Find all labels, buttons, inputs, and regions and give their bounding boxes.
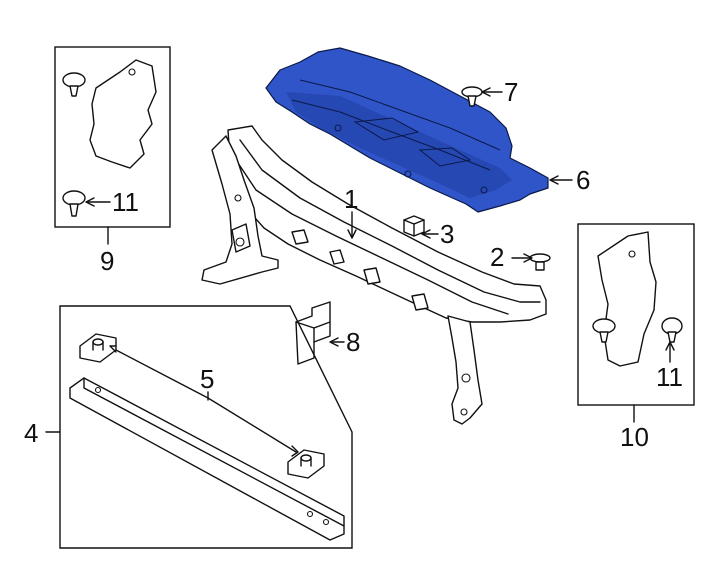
- callout-9: 9: [100, 246, 114, 276]
- callout-11-right: 11: [656, 362, 683, 392]
- callout-6: 6: [576, 165, 590, 195]
- callout-4: 4: [24, 418, 38, 448]
- callout-7: 7: [504, 77, 518, 107]
- callout-11-left: 11: [112, 187, 139, 217]
- callout-2: 2: [490, 242, 504, 272]
- left-air-guide: [89, 59, 157, 169]
- part-7-push-pin[interactable]: [461, 86, 483, 107]
- part-2-bolt[interactable]: [529, 253, 551, 271]
- callout-8: 8: [346, 327, 360, 357]
- box-4-reinforcement-kit: [59, 305, 353, 549]
- part-6-air-deflector-highlighted[interactable]: [265, 47, 549, 213]
- right-air-guide: [597, 231, 657, 367]
- nut-plate-top: [79, 333, 117, 363]
- push-pin-11-left: [62, 190, 86, 206]
- part-8-insulator-bracket[interactable]: [295, 301, 331, 365]
- callout-10: 10: [620, 422, 649, 452]
- box-9-left-air-guide-kit: [54, 46, 171, 228]
- callout-1: 1: [344, 184, 358, 214]
- push-pin-left-top: [62, 72, 86, 88]
- callout-3: 3: [440, 219, 454, 249]
- callout-5: 5: [200, 364, 214, 394]
- callout-labels: 1 2 3 4 5 6 7 8 9 10 11 11: [24, 77, 683, 452]
- part-1-radiator-support[interactable]: [201, 125, 547, 425]
- part-3-clip-nut[interactable]: [403, 215, 425, 237]
- push-pin-right-inner: [592, 318, 616, 334]
- box-10-right-air-guide-kit: [577, 223, 695, 406]
- leader-lines: [45, 87, 675, 457]
- nut-plate-bottom: [287, 449, 325, 479]
